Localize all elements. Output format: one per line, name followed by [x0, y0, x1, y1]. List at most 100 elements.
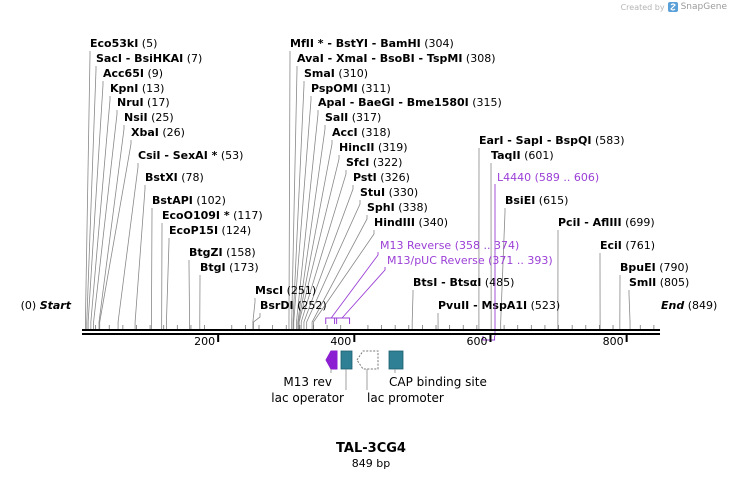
- enzyme-label: SacI - BsiHKAI (7): [96, 52, 202, 65]
- enzyme-position: (13): [138, 82, 164, 95]
- enzyme-position: (251): [283, 284, 316, 297]
- enzyme-position: (326): [377, 171, 410, 184]
- enzyme-name: CsiI - SexAI *: [138, 149, 218, 162]
- enzyme-label: KpnI (13): [110, 82, 164, 95]
- enzyme-leader-line: [293, 96, 312, 329]
- feature-label: M13 rev: [283, 375, 332, 389]
- enzyme-label: PspOMI (311): [311, 82, 391, 95]
- enzyme-name: BsiEI: [505, 194, 535, 207]
- enzyme-leader-line: [134, 185, 146, 329]
- enzyme-position: (322): [369, 156, 402, 169]
- enzyme-position: (583): [591, 134, 624, 147]
- enzyme-position: (158): [223, 246, 256, 259]
- enzyme-label: HindIII (340): [374, 216, 448, 229]
- ruler-label: 600: [466, 335, 487, 348]
- enzyme-position: (318): [358, 126, 391, 139]
- enzyme-name: SalI: [325, 111, 348, 124]
- enzyme-name: StuI: [360, 186, 385, 199]
- enzyme-leader-line: [87, 81, 104, 329]
- enzyme-position: (311): [358, 82, 391, 95]
- enzyme-name: NruI: [117, 96, 144, 109]
- enzyme-label: EcoP15I (124): [169, 224, 251, 237]
- enzyme-position: (17): [144, 96, 170, 109]
- feature-label: CAP binding site: [389, 375, 487, 389]
- enzyme-position: (124): [218, 224, 251, 237]
- enzyme-leader-line: [500, 208, 506, 329]
- enzyme-label: HincII (319): [339, 141, 408, 154]
- feature-m13-rev-arrow: [325, 350, 338, 370]
- enzyme-label: BsrDI (252): [260, 299, 327, 312]
- enzyme-label: BpuEI (790): [620, 261, 689, 274]
- enzyme-leader-line: [297, 125, 326, 329]
- primer-label: M13 Reverse (358 .. 374): [380, 239, 519, 252]
- enzyme-name: PstI: [353, 171, 377, 184]
- enzyme-position: (117): [230, 209, 263, 222]
- enzyme-name: XbaI: [131, 126, 159, 139]
- enzyme-leader-line: [98, 125, 125, 329]
- sequence-title-block: TAL-3CG4 849 bp: [336, 441, 406, 470]
- enzyme-name: AvaI - XmaI - BsoBI - TspMI: [297, 52, 462, 65]
- enzyme-position: (338): [395, 201, 428, 214]
- enzyme-position: (699): [622, 216, 655, 229]
- enzyme-position: (319): [375, 141, 408, 154]
- enzyme-name: HindIII: [374, 216, 415, 229]
- feature-label: lac promoter: [367, 391, 444, 405]
- enzyme-position: (315): [469, 96, 502, 109]
- enzyme-leader-line: [298, 140, 333, 329]
- enzyme-name: PciI - AflIII: [558, 216, 622, 229]
- enzyme-name: ApaI - BaeGI - Bme1580I: [318, 96, 469, 109]
- enzyme-label: TaqII (601): [491, 149, 554, 162]
- credit-brand: SnapGene: [680, 2, 727, 12]
- enzyme-position: (308): [462, 52, 495, 65]
- enzyme-name: SfcI: [346, 156, 369, 169]
- enzyme-name: HincII: [339, 141, 375, 154]
- enzyme-leader-line: [298, 155, 340, 329]
- start-label: (0) Start: [21, 299, 72, 312]
- enzyme-leader-line: [85, 51, 91, 329]
- enzyme-leader-line: [628, 290, 631, 329]
- primer-annotations: M13 Reverse (358 .. 374)M13/pUC Reverse …: [325, 171, 599, 341]
- ruler-label: 200: [194, 335, 215, 348]
- enzyme-position: (53): [217, 149, 243, 162]
- enzyme-position: (761): [622, 239, 655, 252]
- enzyme-position: (485): [481, 276, 514, 289]
- enzyme-name: MscI: [255, 284, 283, 297]
- enzyme-name: EcoO109I *: [162, 209, 230, 222]
- sequence-name: TAL-3CG4: [336, 441, 406, 456]
- enzyme-name: SphI: [367, 201, 395, 214]
- enzyme-name: SacI - BsiHKAI: [96, 52, 183, 65]
- enzyme-name: BsrDI: [260, 299, 294, 312]
- feature-cap-binding-box: [388, 350, 404, 370]
- enzyme-leader-line: [99, 140, 132, 329]
- enzyme-label: PvuII - MspA1I (523): [438, 299, 560, 312]
- enzyme-label: SmaI (310): [304, 67, 368, 80]
- enzyme-position: (102): [193, 194, 226, 207]
- enzyme-leader-line: [252, 298, 256, 329]
- enzyme-name: EcoP15I: [169, 224, 218, 237]
- enzyme-position: (615): [535, 194, 568, 207]
- enzyme-label: MscI (251): [255, 284, 316, 297]
- enzyme-label: BstAPI (102): [152, 194, 226, 207]
- enzyme-leader-line: [313, 230, 375, 329]
- enzyme-position: (790): [656, 261, 689, 274]
- enzyme-label: ApaI - BaeGI - Bme1580I (315): [318, 96, 502, 109]
- snapgene-logo-icon: [667, 2, 678, 12]
- enzyme-leader-line: [306, 200, 361, 329]
- enzyme-name: MfII * - BstYI - BamHI: [290, 37, 421, 50]
- enzyme-label: Acc65I (9): [103, 67, 163, 80]
- enzyme-position: (26): [159, 126, 185, 139]
- enzyme-name: BpuEI: [620, 261, 656, 274]
- enzyme-label: Eco53kI (5): [90, 37, 157, 50]
- enzyme-name: KpnI: [110, 82, 138, 95]
- enzyme-position: (7): [183, 52, 202, 65]
- enzyme-leader-line: [93, 110, 118, 329]
- enzyme-leader-line: [166, 238, 170, 329]
- ruler-label: 800: [603, 335, 624, 348]
- enzyme-label: BstXI (78): [145, 171, 204, 184]
- feature-lac-promoter-arrow: [356, 350, 379, 370]
- enzyme-name: Acc65I: [103, 67, 144, 80]
